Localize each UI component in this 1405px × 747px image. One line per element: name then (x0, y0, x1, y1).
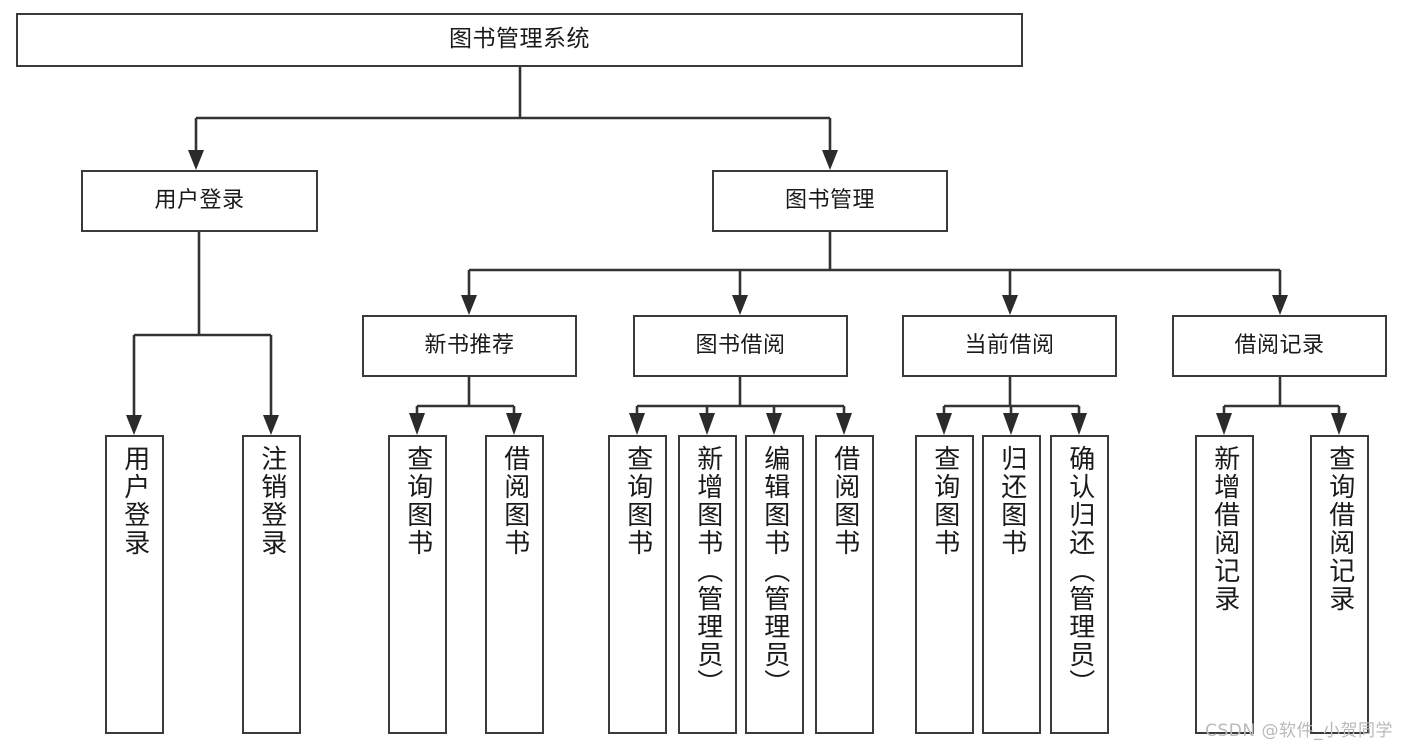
node-user-login[interactable]: 用户登录 (81, 170, 318, 232)
node-label: 确认归还（管理员） (1064, 445, 1095, 697)
edge-bookmanage-to-level3 (461, 232, 1288, 315)
edge-userlogin-to-leaves (126, 232, 279, 435)
node-label: 新增借阅记录 (1209, 445, 1240, 613)
node-label: 查询图书 (622, 445, 653, 557)
node-label: 新增图书（管理员） (692, 445, 723, 697)
csdn-watermark: CSDN @软件_小贺同学 (1205, 721, 1393, 741)
node-leaf-add-record[interactable]: 新增借阅记录 (1195, 435, 1254, 734)
node-new-book-recommend[interactable]: 新书推荐 (362, 315, 577, 377)
node-root-book-management-system[interactable]: 图书管理系统 (16, 13, 1023, 67)
node-label: 查询图书 (929, 445, 960, 557)
node-label: 图书管理 (784, 187, 875, 213)
edge-root-to-level2 (188, 67, 838, 170)
node-label: 图书借阅 (695, 332, 786, 358)
node-leaf-borrow-book-2[interactable]: 借阅图书 (815, 435, 874, 734)
node-label: 借阅记录 (1234, 332, 1325, 358)
edge-currentborrow-to-leaves (936, 377, 1087, 435)
node-label: 查询图书 (402, 445, 433, 557)
node-label: 图书管理系统 (449, 26, 590, 53)
node-leaf-borrow-book-1[interactable]: 借阅图书 (485, 435, 544, 734)
node-label: 归还图书 (996, 445, 1027, 557)
node-book-borrow[interactable]: 图书借阅 (633, 315, 848, 377)
node-label: 新书推荐 (424, 332, 515, 358)
node-leaf-confirm-return[interactable]: 确认归还（管理员） (1050, 435, 1109, 734)
node-label: 查询借阅记录 (1324, 445, 1355, 613)
edge-bookborrow-to-leaves (629, 377, 852, 435)
node-leaf-user-login[interactable]: 用户登录 (105, 435, 164, 734)
node-leaf-add-book[interactable]: 新增图书（管理员） (678, 435, 737, 734)
node-book-manage[interactable]: 图书管理 (712, 170, 948, 232)
node-current-borrow[interactable]: 当前借阅 (902, 315, 1117, 377)
node-leaf-query-book-3[interactable]: 查询图书 (915, 435, 974, 734)
node-label: 借阅图书 (829, 445, 860, 557)
node-label: 编辑图书（管理员） (759, 445, 790, 697)
node-label: 用户登录 (154, 187, 245, 213)
node-leaf-query-record[interactable]: 查询借阅记录 (1310, 435, 1369, 734)
node-label: 当前借阅 (964, 332, 1055, 358)
node-leaf-return-book[interactable]: 归还图书 (982, 435, 1041, 734)
node-label: 注销登录 (256, 445, 287, 557)
edge-newbook-to-leaves (409, 377, 522, 435)
node-borrow-record[interactable]: 借阅记录 (1172, 315, 1387, 377)
node-label: 借阅图书 (499, 445, 530, 557)
node-leaf-user-logout[interactable]: 注销登录 (242, 435, 301, 734)
edge-borrowrecord-to-leaves (1216, 377, 1347, 435)
node-label: 用户登录 (119, 445, 150, 557)
node-leaf-query-book-1[interactable]: 查询图书 (388, 435, 447, 734)
node-leaf-edit-book[interactable]: 编辑图书（管理员） (745, 435, 804, 734)
node-leaf-query-book-2[interactable]: 查询图书 (608, 435, 667, 734)
